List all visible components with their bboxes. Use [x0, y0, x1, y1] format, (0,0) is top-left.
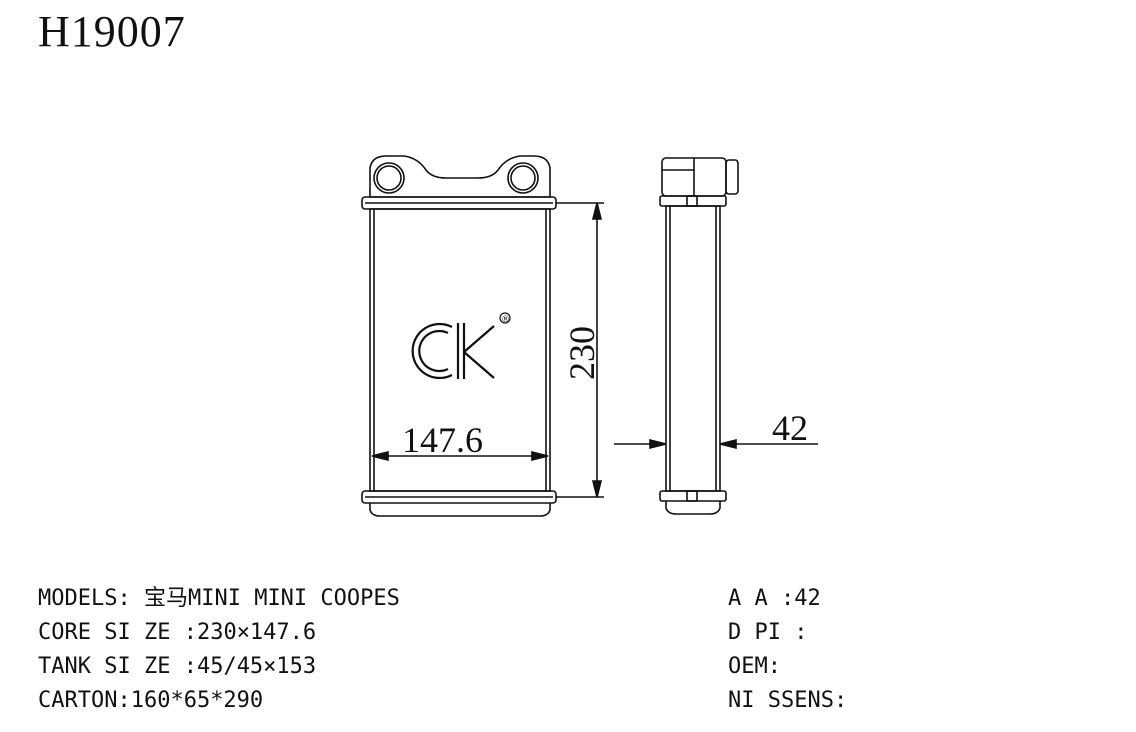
inlet-port-icon: [373, 162, 405, 194]
spec-dpi: D PI :: [728, 620, 808, 645]
side-core: [665, 205, 721, 492]
thickness-dimension-label: 42: [772, 408, 808, 448]
logo-registered-mark: ®: [501, 315, 510, 325]
outlet-port-icon: [507, 162, 539, 194]
width-dimension-label: 147.6: [402, 420, 483, 460]
spec-oem: OEM:: [728, 654, 781, 679]
specs-right: A A :42 D PI : OEM: NI SSENS:: [728, 582, 847, 718]
front-top-tank: [369, 155, 551, 198]
spec-nissens: NI SSENS:: [728, 688, 848, 713]
spec-models: MODELS: 宝马MINI MINI COOPES: [38, 586, 400, 611]
spec-carton: CARTON:160*65*290: [38, 688, 264, 713]
height-dimension-label: 230: [562, 326, 602, 380]
spec-core-size: CORE SI ZE :230×147.6: [38, 620, 317, 645]
product-code: H19007: [38, 7, 186, 56]
spec-aa: A A :42: [728, 586, 821, 611]
spec-tank-size: TANK SI ZE :45/45×153: [38, 654, 317, 679]
ck-logo-icon: [411, 312, 511, 380]
side-pipe: [725, 159, 739, 195]
specs-left: MODELS: 宝马MINI MINI COOPES CORE SI ZE :2…: [38, 582, 400, 718]
